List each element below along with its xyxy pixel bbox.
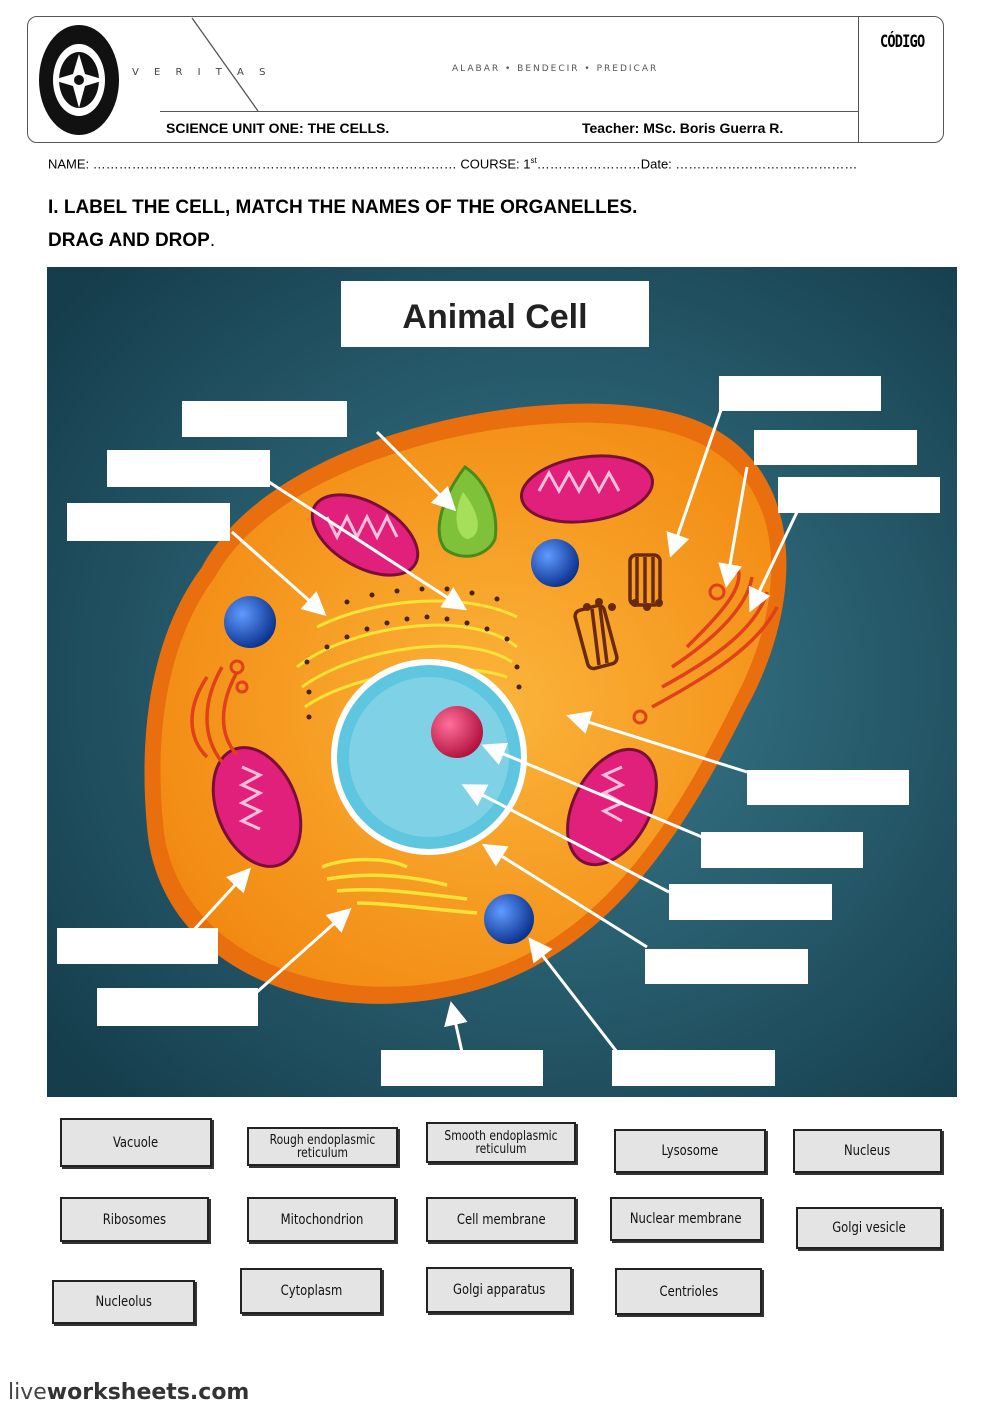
word-chip-mitochondrion[interactable]: Mitochondrion xyxy=(247,1197,396,1242)
word-chip-label: Cytoplasm xyxy=(280,1283,342,1299)
word-chip-cytoplasm[interactable]: Cytoplasm xyxy=(240,1268,382,1314)
veritas-text: V E R I T A S xyxy=(132,67,272,78)
word-chip-golgi-apparatus[interactable]: Golgi apparatus xyxy=(426,1267,572,1313)
word-chip-label: Nucleus xyxy=(844,1143,891,1159)
instruction-period: . xyxy=(209,230,216,251)
word-chip-smooth-er[interactable]: Smooth endoplasmic reticulum xyxy=(426,1122,576,1163)
drop-target-8[interactable] xyxy=(701,832,863,868)
school-emblem-icon xyxy=(39,25,119,135)
header-diagonal xyxy=(191,17,259,112)
drop-target-3[interactable] xyxy=(67,503,230,541)
header-divider-vertical xyxy=(858,16,859,143)
word-chip-label: Nucleolus xyxy=(95,1294,152,1310)
footer-suffix: .com xyxy=(189,1380,250,1405)
course-label: COURSE: 1 xyxy=(456,156,531,172)
drop-target-7[interactable] xyxy=(747,770,909,805)
word-chip-label: Mitochondrion xyxy=(280,1211,363,1228)
drop-target-9[interactable] xyxy=(669,884,832,920)
word-chip-vacuole[interactable]: Vacuole xyxy=(60,1118,212,1167)
word-chip-centrioles[interactable]: Centrioles xyxy=(615,1268,762,1315)
word-chip-nucleolus[interactable]: Nucleolus xyxy=(52,1280,195,1324)
footer-prefix: live xyxy=(8,1380,47,1405)
date-field[interactable]: ……………………Date: …………………………………… xyxy=(536,156,858,172)
school-motto: ALABAR • BENDECIR • PREDICAR xyxy=(452,64,659,74)
codigo-label: CÓDIGO xyxy=(880,32,925,52)
drop-target-14[interactable] xyxy=(612,1050,775,1086)
drop-target-6[interactable] xyxy=(778,477,940,513)
word-chip-golgi-vesicle[interactable]: Golgi vesicle xyxy=(796,1207,942,1249)
word-chip-label: Rough endoplasmic reticulum xyxy=(269,1132,376,1161)
word-chip-nuclear-membrane[interactable]: Nuclear membrane xyxy=(610,1197,762,1241)
word-chip-rough-er[interactable]: Rough endoplasmic reticulum xyxy=(247,1127,398,1166)
course-superscript: st xyxy=(530,156,537,165)
drop-target-13[interactable] xyxy=(381,1050,543,1086)
word-chip-ribosomes[interactable]: Ribosomes xyxy=(60,1197,209,1242)
word-chip-label: Golgi vesicle xyxy=(832,1220,906,1236)
word-chip-label: Nuclear membrane xyxy=(630,1211,742,1227)
word-chip-lysosome[interactable]: Lysosome xyxy=(614,1129,766,1173)
word-chip-label: Smooth endoplasmic reticulum xyxy=(444,1128,558,1157)
instruction-line-1: I. LABEL THE CELL, MATCH THE NAMES OF TH… xyxy=(48,197,638,218)
drop-target-5[interactable] xyxy=(754,430,917,465)
drop-target-11[interactable] xyxy=(57,928,218,964)
word-chip-label: Centrioles xyxy=(659,1283,718,1300)
word-chip-nucleus[interactable]: Nucleus xyxy=(793,1129,942,1173)
word-chip-label: Lysosome xyxy=(661,1143,719,1159)
drop-target-12[interactable] xyxy=(97,988,258,1026)
drop-target-2[interactable] xyxy=(107,450,270,487)
liveworksheets-logo[interactable]: liveworksheets.com xyxy=(8,1380,249,1405)
word-chip-label: Ribosomes xyxy=(102,1211,167,1228)
teacher-name: Teacher: MSc. Boris Guerra R. xyxy=(582,120,784,136)
instruction-drag-drop: DRAG AND DROP xyxy=(48,230,210,251)
school-header xyxy=(27,16,944,143)
drop-target-10[interactable] xyxy=(645,949,808,984)
name-field[interactable]: NAME: ………………………………………………………………………… xyxy=(48,156,457,172)
drop-target-1[interactable] xyxy=(182,401,347,437)
word-chip-label: Vacuole xyxy=(113,1134,159,1151)
word-chip-label: Cell membrane xyxy=(456,1211,546,1228)
footer-brand: worksheets xyxy=(46,1380,190,1405)
drop-target-4[interactable] xyxy=(719,376,881,411)
word-chip-cell-membrane[interactable]: Cell membrane xyxy=(426,1197,576,1242)
instruction-line-2: DRAG AND DROP. xyxy=(48,230,215,252)
unit-title: SCIENCE UNIT ONE: THE CELLS. xyxy=(166,120,390,136)
diagram-title-box xyxy=(341,281,649,347)
word-chip-label: Golgi apparatus xyxy=(452,1282,546,1298)
diagram-title: Animal Cell xyxy=(402,298,587,336)
student-info-line: NAME: ………………………………………………………………………… COURS… xyxy=(48,156,857,171)
header-divider xyxy=(160,111,858,112)
